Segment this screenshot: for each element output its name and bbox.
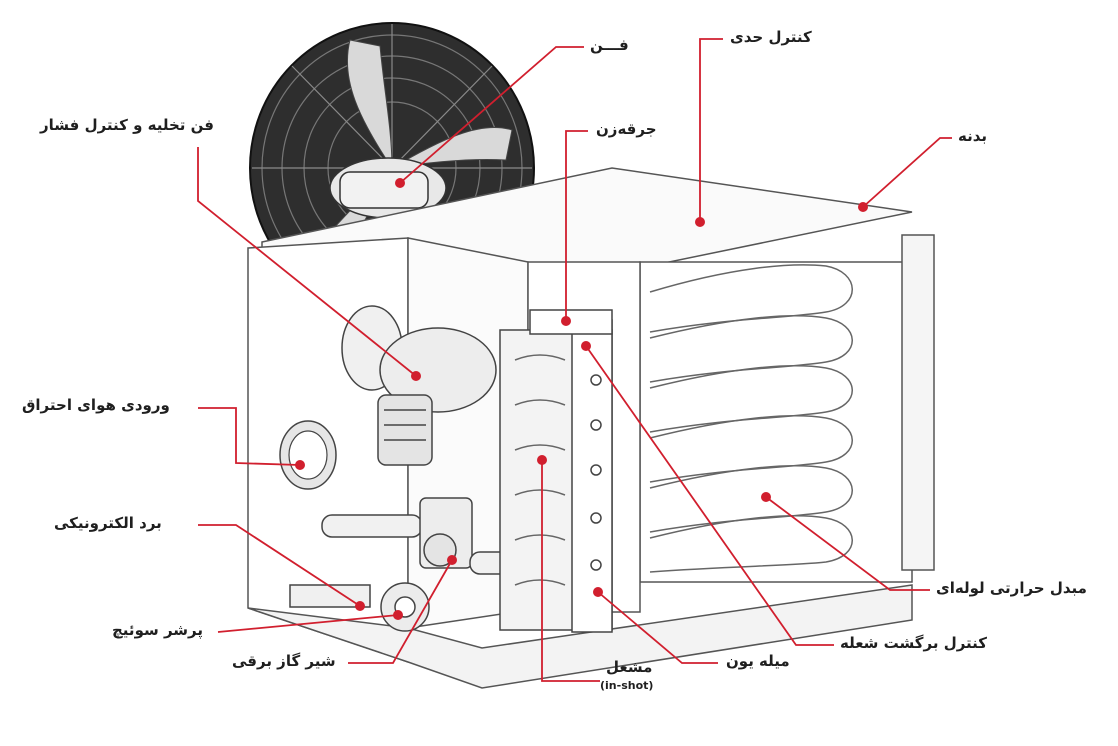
label-burner-sub: (in-shot) [600,679,654,692]
leader-limit-control [699,38,723,222]
leader-igniter [565,130,588,321]
leader-ion-rod [597,591,718,664]
leader-heat-exchanger [765,496,930,591]
label-limit-control: کنترل حدی [730,28,812,46]
leader-fan [399,46,584,184]
leader-combustion-inlet [198,407,301,466]
leader-gas-valve [348,559,453,664]
label-heat-exchanger: مبدل حرارتی لوله‌ای [936,579,1087,597]
leader-flame-control [585,345,834,646]
leader-body [862,137,952,208]
label-pressure-switch: پرشر سوئیچ [112,621,203,639]
blower-drawing [341,305,497,466]
label-burner: مشعل [606,658,653,676]
label-igniter: جرقه‌زن [596,120,657,138]
leader-burner [541,460,600,682]
leader-dots [295,178,868,620]
burner-assembly-drawing [499,309,613,633]
gas-valve-drawing [321,497,515,575]
heat-exchanger-tubes [649,264,853,573]
label-ion-rod: میله یون [726,652,790,670]
label-body: بدنه [958,127,988,145]
pressure-switch-drawing [289,582,430,632]
leader-lines [197,38,952,682]
label-combustion-inlet: ورودی هوای احتراق [22,396,170,414]
combustion-inlet-drawing [279,420,337,490]
label-electronic-board: برد الکترونیکی [54,514,162,532]
leader-electronic-board [198,524,361,607]
label-exhaust-fan: فن تخلیه و کنترل فشار [40,116,214,134]
leader-exhaust-fan [197,147,417,377]
label-gas-valve: شیر گاز برقی [232,652,336,670]
label-flame-control: کنترل برگشت شعله [840,634,988,652]
label-fan: فـــن [590,36,629,54]
leader-pressure-switch [217,614,399,633]
